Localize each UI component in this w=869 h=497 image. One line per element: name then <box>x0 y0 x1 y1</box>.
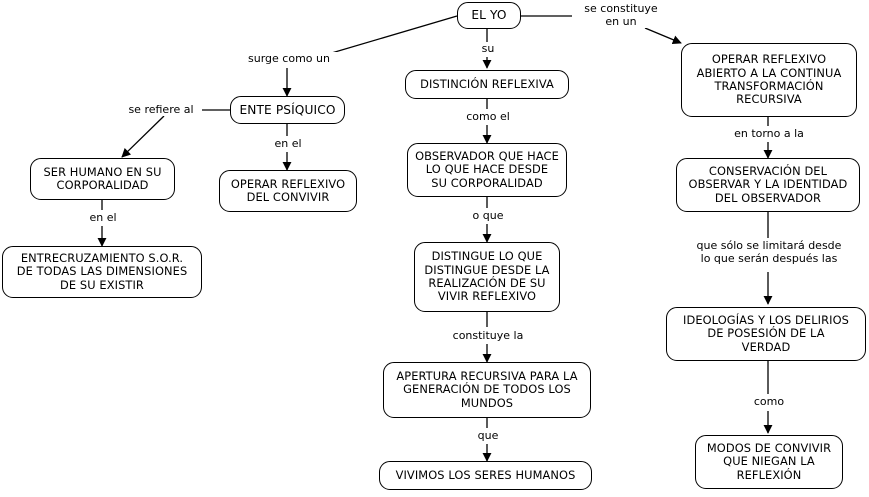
link-label-que: que <box>468 429 508 443</box>
edge-sereferere-to-serhumano <box>121 115 165 158</box>
link-label-en-torno-a-la: en torno a la <box>727 127 811 141</box>
node-operar-reflexivo-abierto[interactable]: OPERAR REFLEXIVO ABIERTO A LA CONTINUA T… <box>681 43 857 117</box>
node-distincion-reflexiva[interactable]: DISTINCIÓN REFLEXIVA <box>405 70 569 99</box>
edge-elyo-to-surge <box>317 15 458 58</box>
node-vivimos-los-seres-humanos[interactable]: VIVIMOS LOS SERES HUMANOS <box>379 461 592 490</box>
link-label-en-el-1: en el <box>263 137 313 151</box>
link-label-como: como <box>746 395 792 409</box>
edge-seconstituye-to-operarabierto <box>644 27 682 45</box>
link-label-su: su <box>470 42 506 56</box>
node-distingue-lo-que-distingue[interactable]: DISTINGUE LO QUE DISTINGUE DESDE LA REAL… <box>414 242 560 312</box>
link-label-que-solo-se-limitara: que sólo se limitará desde lo que serán … <box>680 239 858 266</box>
node-conservacion-observar[interactable]: CONSERVACIÓN DEL OBSERVAR Y LA IDENTIDAD… <box>676 158 860 212</box>
link-label-en-el-2: en el <box>78 211 128 225</box>
link-label-surge-como-un: surge como un <box>240 52 338 66</box>
node-el-yo[interactable]: EL YO <box>457 2 521 29</box>
node-ideologias-delirios[interactable]: IDEOLOGÍAS Y LOS DELIRIOS DE POSESIÓN DE… <box>666 307 866 361</box>
node-ser-humano-corporalidad[interactable]: SER HUMANO EN SU CORPORALIDAD <box>30 158 175 200</box>
node-ente-psiquico[interactable]: ENTE PSÍQUICO <box>230 96 345 124</box>
link-label-se-refiere-al: se refiere al <box>120 103 202 117</box>
node-operar-reflexivo-convivir[interactable]: OPERAR REFLEXIVO DEL CONVIVIR <box>219 170 357 212</box>
node-observador-que-hace[interactable]: OBSERVADOR QUE HACE LO QUE HACE DESDE SU… <box>407 143 567 197</box>
node-modos-de-convivir[interactable]: MODOS DE CONVIVIR QUE NIEGAN LA REFLEXIÓ… <box>695 435 843 489</box>
link-label-se-constituye-en-un: se constituye en un <box>572 2 670 29</box>
node-apertura-recursiva[interactable]: APERTURA RECURSIVA PARA LA GENERACIÓN DE… <box>383 362 591 418</box>
link-label-o-que: o que <box>463 209 513 223</box>
link-label-constituye-la: constituye la <box>447 329 529 343</box>
link-label-como-el: como el <box>458 110 518 124</box>
node-entrecruzamiento-sor[interactable]: ENTRECRUZAMIENTO S.O.R. DE TODAS LAS DIM… <box>2 246 202 298</box>
